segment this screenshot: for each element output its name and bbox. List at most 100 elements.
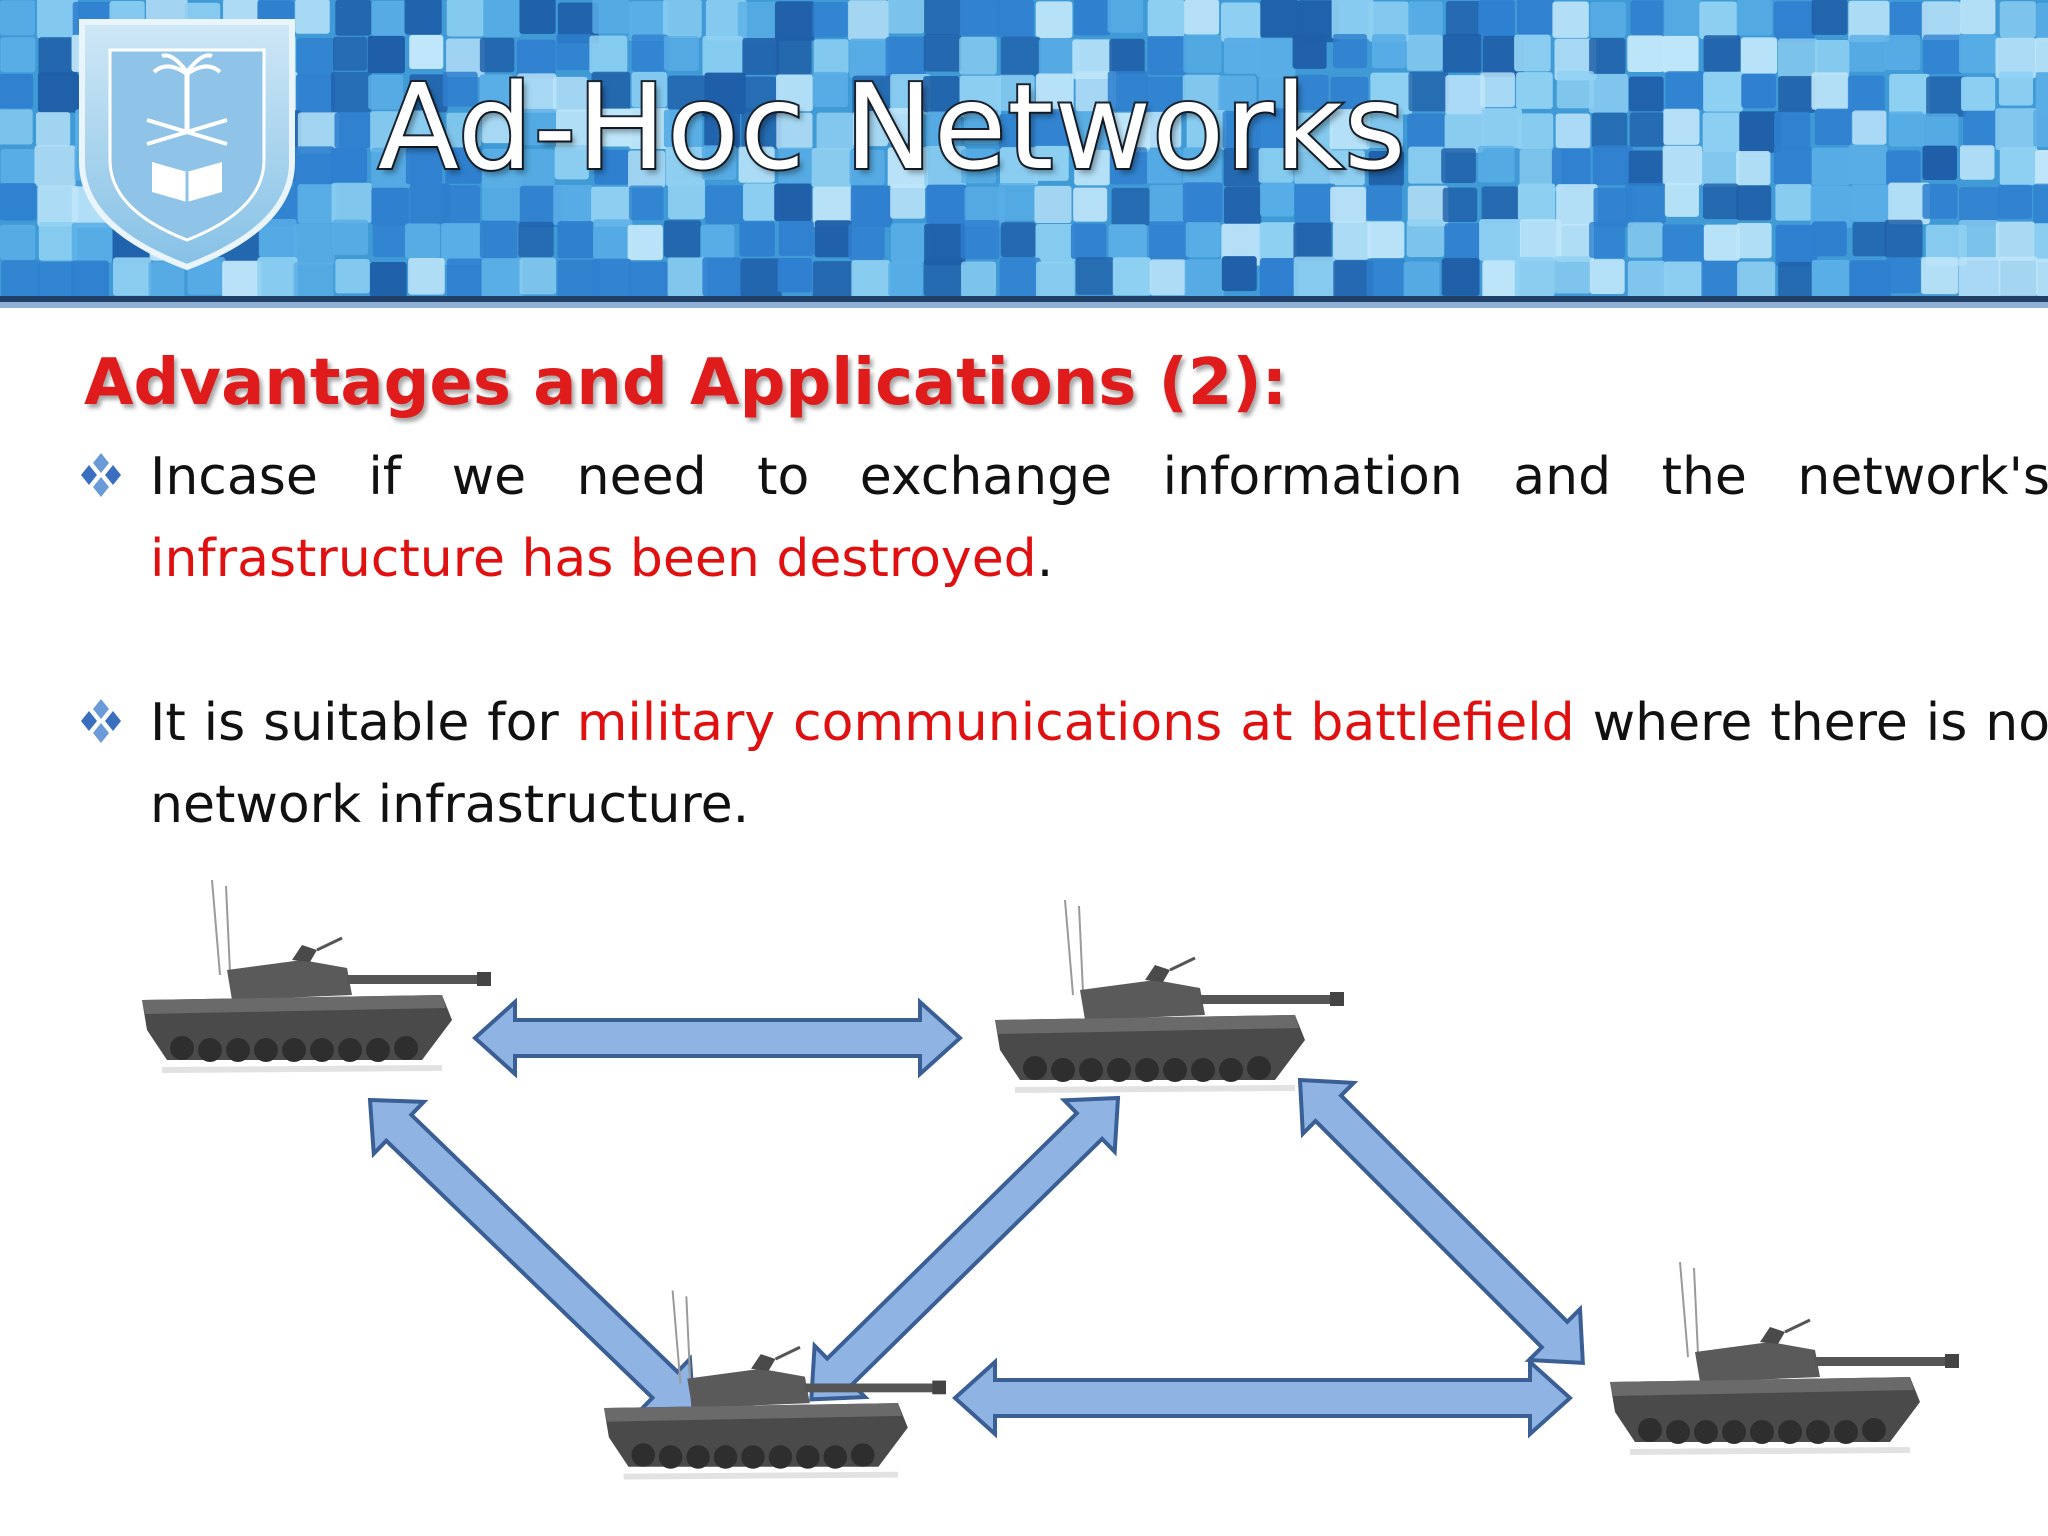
mosaic-tile — [1293, 112, 1333, 152]
mosaic-tile — [441, 185, 481, 225]
mosaic-tile — [1145, 111, 1182, 148]
mosaic-tile — [705, 185, 744, 224]
mosaic-tile — [1147, 36, 1187, 76]
mosaic-tile — [1332, 34, 1368, 69]
mosaic-tile — [1256, 38, 1296, 78]
mosaic-tile — [1035, 73, 1074, 112]
mosaic-tile — [297, 184, 337, 224]
mosaic-tile — [331, 182, 372, 223]
mosaic-tile — [330, 147, 368, 185]
mosaic-tile — [1665, 71, 1705, 111]
mosaic-tile — [1959, 145, 1995, 180]
mosaic-tile — [1406, 219, 1445, 258]
mosaic-tile — [1033, 145, 1069, 181]
mosaic-tile — [705, 0, 747, 41]
mosaic-tile — [1477, 145, 1515, 183]
mosaic-tile — [1109, 38, 1145, 75]
mosaic-tile — [1407, 185, 1449, 227]
mosaic-tile — [1074, 149, 1110, 186]
mosaic-tile — [998, 182, 1036, 221]
mosaic-tile — [964, 186, 1005, 228]
mosaic-tile — [1297, 0, 1340, 43]
mosaic-tile — [1482, 35, 1524, 77]
mosaic-tile — [849, 38, 889, 79]
mosaic-tile — [1407, 113, 1446, 152]
mosaic-tile — [668, 182, 705, 220]
mosaic-tile — [741, 108, 782, 149]
mosaic-tile — [441, 223, 484, 266]
mosaic-tile — [1517, 0, 1555, 35]
mosaic-tile — [2035, 72, 2048, 114]
mosaic-tile — [1517, 183, 1556, 221]
mosaic-tile — [222, 260, 262, 296]
mosaic-tile — [1889, 73, 1930, 115]
mosaic-tile — [1556, 71, 1595, 109]
mosaic-tile — [663, 0, 702, 38]
mosaic-tile — [296, 37, 335, 76]
section-heading: Advantages and Applications (2): — [84, 346, 1288, 420]
mosaic-tile — [1701, 260, 1742, 296]
mosaic-tile — [631, 72, 668, 108]
mosaic-tile — [1478, 0, 1515, 37]
mosaic-tile — [1662, 224, 1705, 267]
mosaic-tile — [518, 221, 554, 258]
mosaic-tile — [1183, 34, 1222, 73]
mosaic-tile — [371, 187, 410, 226]
mosaic-tile — [1330, 76, 1369, 115]
mosaic-tile — [1811, 259, 1850, 296]
mosaic-tile — [1147, 148, 1183, 184]
tank-icon — [1610, 1262, 1959, 1452]
mosaic-tile — [1627, 260, 1666, 296]
slide-title: Ad-Hoc Networks — [376, 56, 1408, 198]
mosaic-tile — [483, 0, 521, 38]
mosaic-tile — [519, 0, 556, 34]
mosaic-tile — [335, 258, 370, 294]
mosaic-tile — [1848, 0, 1890, 42]
mosaic-tile — [409, 35, 444, 70]
mosaic-tile — [332, 36, 367, 71]
mosaic-tile — [593, 219, 633, 259]
mosaic-tile — [704, 111, 741, 148]
mosaic-tile — [1958, 34, 1998, 74]
mosaic-tile — [0, 109, 33, 145]
mosaic-tile — [628, 108, 670, 149]
mosaic-tile — [959, 0, 999, 36]
mosaic-tile — [1627, 35, 1664, 72]
mosaic-tile — [1958, 220, 2000, 261]
mosaic-tile — [552, 76, 588, 112]
mosaic-tile — [1108, 224, 1147, 263]
mosaic-tile — [520, 108, 558, 146]
mosaic-tile — [1073, 0, 1111, 36]
mosaic-tile — [446, 38, 485, 78]
mosaic-tile — [1884, 34, 1921, 71]
mosaic-tile — [739, 221, 775, 257]
mosaic-tile — [1922, 145, 1957, 181]
mosaic-tile — [0, 0, 35, 36]
mosaic-tile — [775, 38, 812, 75]
mosaic-tile — [890, 223, 931, 263]
mosaic-tile — [926, 184, 967, 225]
mosaic-tile — [627, 224, 663, 261]
mosaic-tile — [1590, 1, 1626, 38]
mosaic-tile — [1592, 145, 1633, 186]
mosaic-tile — [1480, 72, 1515, 108]
mosaic-tile — [1366, 110, 1403, 148]
mosaic-tile — [367, 35, 405, 74]
mosaic-tile — [667, 257, 708, 296]
mosaic-tile — [1223, 148, 1263, 187]
mosaic-tile — [148, 261, 185, 296]
mosaic-tile — [998, 74, 1035, 111]
mosaic-tile — [34, 145, 76, 187]
mosaic-tile — [332, 219, 369, 255]
mosaic-tile — [702, 257, 742, 296]
mosaic-tile — [742, 38, 780, 75]
mosaic-tile — [1366, 184, 1402, 221]
mosaic-tile — [1294, 183, 1336, 226]
mosaic-tile — [1778, 75, 1816, 113]
mosaic-tile — [814, 220, 852, 258]
mosaic-tile — [409, 183, 451, 224]
mosaic-tile — [1444, 223, 1482, 261]
mosaic-tile — [1630, 0, 1666, 36]
mosaic-tile — [1038, 38, 1081, 81]
mosaic-tile — [1408, 146, 1446, 184]
